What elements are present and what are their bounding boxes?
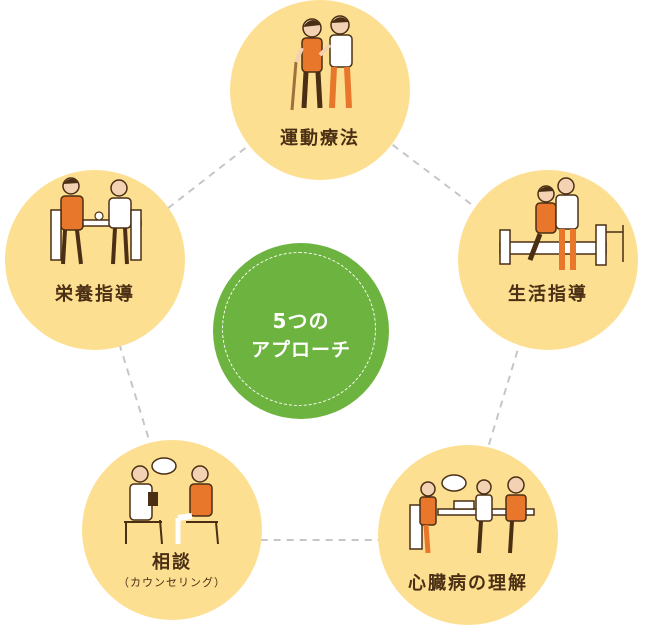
center-title-line1: 5つの: [272, 309, 330, 333]
node-label: 運動療法: [280, 128, 360, 149]
node-heart-disease-understanding: 心臓病の理解: [378, 445, 558, 625]
node-counseling: 相談 （カウンセリング）: [82, 440, 262, 620]
node-label: 相談: [152, 552, 192, 573]
node-lifestyle-guidance: 生活指導: [458, 170, 638, 350]
consultation-illustration: [124, 457, 219, 545]
node-label: 心臓病の理解: [408, 573, 528, 594]
node-label: 生活指導: [508, 284, 588, 305]
group-lecture-illustration: [409, 474, 535, 554]
node-sublabel: （カウンセリング）: [118, 576, 226, 589]
center-title-line2: アプローチ: [250, 339, 351, 361]
bed-assist-illustration: [499, 177, 624, 270]
node-label: 栄養指導: [55, 284, 135, 305]
center-dashed-ring: [222, 252, 376, 406]
dining-table-illustration: [50, 177, 142, 265]
node-nutrition-guidance: 栄養指導: [5, 170, 185, 350]
walking-assist-illustration: [290, 15, 353, 111]
center-circle: 5つの アプローチ: [213, 243, 389, 419]
node-exercise-therapy: 運動療法: [230, 0, 410, 180]
